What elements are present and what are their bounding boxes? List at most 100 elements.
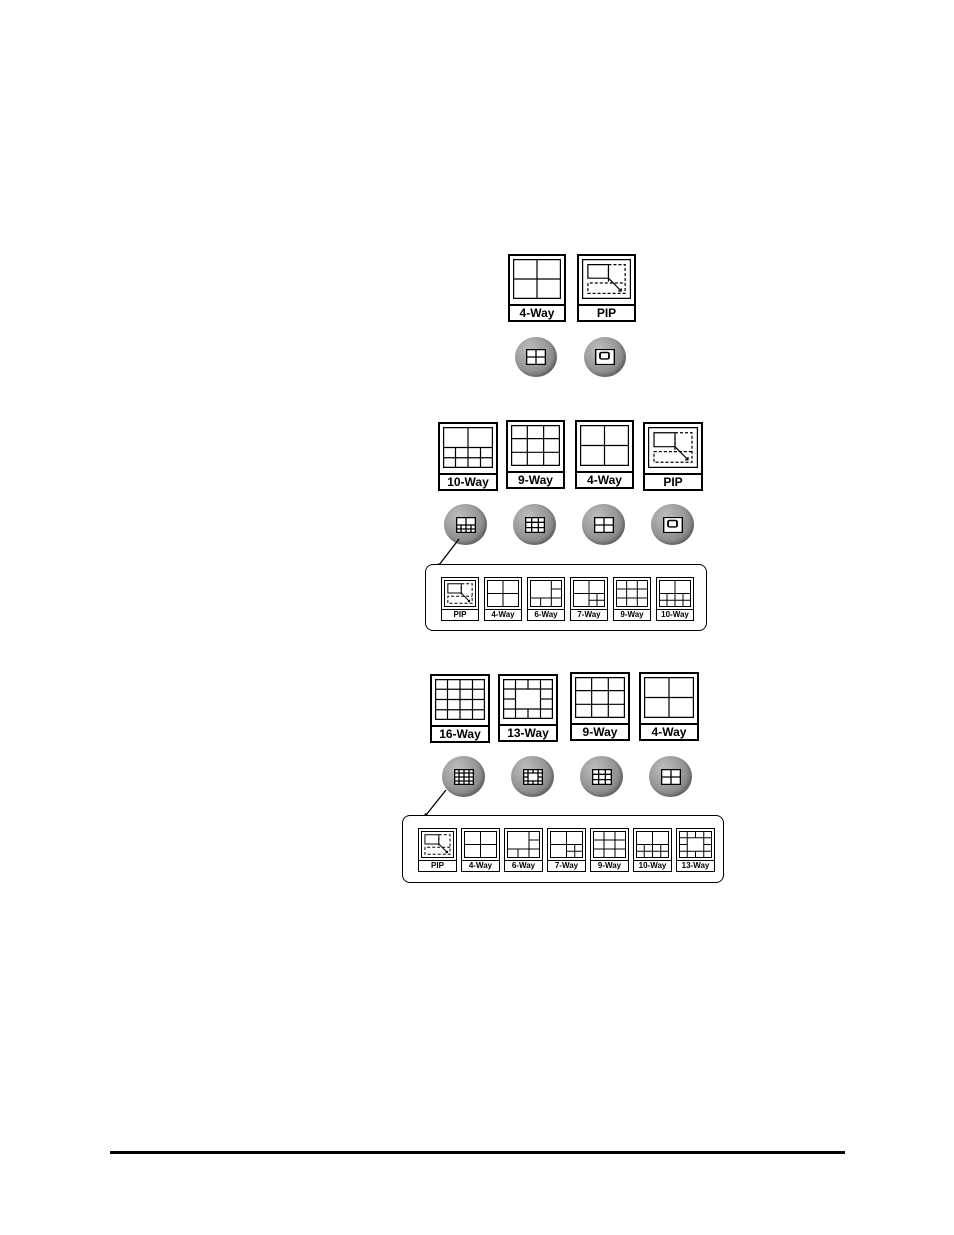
layout-options-popup: PIP 4-Way 6-Way 7-Way 9-Way 10-Way: [425, 564, 707, 631]
layout-grid-graphic: [615, 579, 648, 607]
popup-option-label: 13-Way: [677, 860, 714, 871]
layout-tile-4-way: 4-Way: [575, 420, 634, 489]
popup-option-6-way[interactable]: 6-Way: [527, 577, 565, 621]
popup-option-label: 4-Way: [485, 609, 521, 620]
nine-way-layout-icon-graphic: [591, 768, 612, 785]
ten-way-layout-button[interactable]: [444, 504, 487, 545]
layout-grid-graphic: [513, 259, 561, 299]
layout-grid-graphic: [575, 677, 625, 718]
layout-grid-graphic: [582, 259, 631, 299]
sixteen-way-layout-button[interactable]: [442, 756, 485, 797]
popup-option-pip[interactable]: PIP: [441, 577, 479, 621]
layout-grid-graphic: [420, 830, 454, 858]
quad-layout-icon-graphic: [593, 516, 614, 533]
sixteen-way-layout-icon-graphic: [453, 768, 474, 785]
quad-layout-icon: [593, 516, 614, 533]
ten-way-layout-icon: [455, 516, 476, 533]
popup-option-label: 4-Way: [462, 860, 499, 871]
quad-layout-icon: [660, 768, 681, 785]
popup-option-label: 6-Way: [505, 860, 542, 871]
layout-options-popup: PIP 4-Way 6-Way 7-Way 9-Way 10-Way 13-Way: [402, 815, 724, 883]
nine-way-layout-icon-graphic: [524, 516, 545, 533]
layout-grid-graphic: [648, 427, 698, 468]
popup-option-7-way[interactable]: 7-Way: [570, 577, 608, 621]
layout-tile-pip: PIP: [643, 422, 703, 491]
layout-grid-graphic: [592, 830, 626, 858]
nine-way-layout-icon: [524, 516, 545, 533]
layout-grid-graphic: [678, 830, 712, 858]
pip-layout-icon: [595, 349, 615, 365]
popup-option-10-way[interactable]: 10-Way: [633, 828, 672, 872]
popup-option-label: 7-Way: [548, 860, 585, 871]
tile-label: PIP: [579, 304, 634, 320]
popup-option-label: 7-Way: [571, 609, 607, 620]
quad-layout-button[interactable]: [582, 504, 625, 545]
quad-layout-icon: [526, 349, 546, 365]
tile-label: 10-Way: [440, 473, 496, 489]
layout-tile-9-way: 9-Way: [506, 420, 565, 489]
layout-grid-graphic: [635, 830, 669, 858]
popup-option-label: 6-Way: [528, 609, 564, 620]
layout-tile-pip: PIP: [577, 254, 636, 322]
layout-grid-graphic: [644, 677, 694, 718]
tile-label: 16-Way: [432, 725, 488, 741]
nine-way-layout-button[interactable]: [513, 504, 556, 545]
thirteen-way-layout-button[interactable]: [511, 756, 554, 797]
quad-layout-button[interactable]: [649, 756, 692, 797]
layout-grid-graphic: [580, 425, 629, 466]
tile-label: PIP: [645, 473, 701, 489]
layout-grid-graphic: [549, 830, 583, 858]
layout-grid-graphic: [443, 427, 493, 468]
popup-option-9-way[interactable]: 9-Way: [613, 577, 651, 621]
tile-label: 4-Way: [577, 471, 632, 487]
tile-label: 9-Way: [508, 471, 563, 487]
popup-option-label: 9-Way: [591, 860, 628, 871]
layout-grid-graphic: [572, 579, 605, 607]
popup-option-6-way[interactable]: 6-Way: [504, 828, 543, 872]
popup-option-label: 9-Way: [614, 609, 650, 620]
popup-option-pip[interactable]: PIP: [418, 828, 457, 872]
quad-layout-icon-graphic: [526, 349, 546, 365]
pip-layout-button[interactable]: [651, 504, 694, 545]
pip-layout-icon-graphic: [662, 516, 683, 533]
layout-grid-graphic: [506, 830, 540, 858]
popup-option-4-way[interactable]: 4-Way: [484, 577, 522, 621]
nine-way-layout-button[interactable]: [580, 756, 623, 797]
pip-layout-icon: [662, 516, 683, 533]
thirteen-way-layout-icon: [522, 768, 543, 785]
tile-label: 4-Way: [641, 723, 697, 739]
nine-way-layout-icon: [591, 768, 612, 785]
layout-grid-graphic: [463, 830, 497, 858]
quad-layout-icon-graphic: [660, 768, 681, 785]
layout-grid-graphic: [486, 579, 519, 607]
layout-tile-16-way: 16-Way: [430, 674, 490, 743]
layout-grid-graphic: [658, 579, 691, 607]
layout-tile-4-way: 4-Way: [639, 672, 699, 741]
tile-label: 9-Way: [572, 723, 628, 739]
layout-tile-13-way: 13-Way: [498, 674, 558, 742]
popup-option-13-way[interactable]: 13-Way: [676, 828, 715, 872]
layout-grid-graphic: [529, 579, 562, 607]
popup-option-10-way[interactable]: 10-Way: [656, 577, 694, 621]
tile-label: 4-Way: [510, 304, 564, 320]
popup-option-label: PIP: [442, 609, 478, 620]
quad-layout-button[interactable]: [515, 337, 557, 377]
layout-tile-10-way: 10-Way: [438, 422, 498, 491]
ten-way-layout-icon-graphic: [455, 516, 476, 533]
thirteen-way-layout-icon-graphic: [522, 768, 543, 785]
popup-option-label: PIP: [419, 860, 456, 871]
popup-option-9-way[interactable]: 9-Way: [590, 828, 629, 872]
layout-grid-graphic: [443, 579, 476, 607]
layout-grid-graphic: [503, 679, 553, 719]
popup-option-label: 10-Way: [634, 860, 671, 871]
pip-layout-button[interactable]: [584, 337, 626, 377]
popup-option-4-way[interactable]: 4-Way: [461, 828, 500, 872]
pip-layout-icon-graphic: [595, 349, 615, 365]
popup-option-label: 10-Way: [657, 609, 693, 620]
tile-label: 13-Way: [500, 724, 556, 740]
footer-rule: [110, 1151, 845, 1154]
popup-option-7-way[interactable]: 7-Way: [547, 828, 586, 872]
sixteen-way-layout-icon: [453, 768, 474, 785]
layout-grid-graphic: [511, 425, 560, 466]
layout-grid-graphic: [435, 679, 485, 720]
